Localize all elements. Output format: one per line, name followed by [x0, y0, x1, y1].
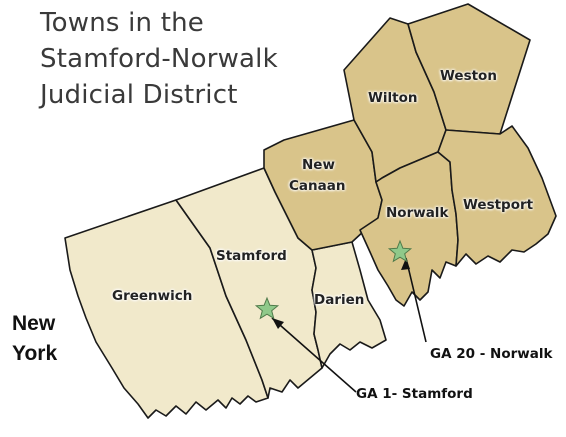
town-label-stamford: Stamford [216, 248, 287, 264]
town-label-westport: Westport [463, 197, 534, 213]
town-label-norwalk: Norwalk [386, 205, 449, 221]
callout-ga20-norwalk: GA 20 - Norwalk [430, 346, 553, 362]
town-westport [437, 125, 557, 267]
pointer-norwalk [405, 257, 427, 343]
town-label-weston: Weston [440, 68, 497, 84]
map-title-line-2: Stamford-Norwalk [40, 44, 278, 74]
state-label-line-2: York [12, 342, 58, 365]
star-icon [387, 239, 413, 263]
town-label-new-canaan-2: Canaan [289, 178, 346, 194]
pointer-stamford [271, 317, 357, 393]
pointer-stamford-arrowhead [272, 318, 284, 329]
town-label-darien: Darien [314, 292, 365, 308]
town-darien [311, 241, 387, 369]
map-title-line-3: Judicial District [40, 80, 238, 110]
town-label-wilton: Wilton [368, 90, 418, 106]
town-label-greenwich: Greenwich [112, 288, 193, 304]
state-label-line-1: New [12, 312, 56, 335]
map-title-line-1: Towns in the [40, 8, 204, 38]
pointer-norwalk-arrowhead [401, 258, 410, 270]
star-icon [254, 296, 280, 320]
callout-ga1-stamford: GA 1- Stamford [356, 386, 473, 402]
town-label-new-canaan-1: New [302, 157, 335, 173]
